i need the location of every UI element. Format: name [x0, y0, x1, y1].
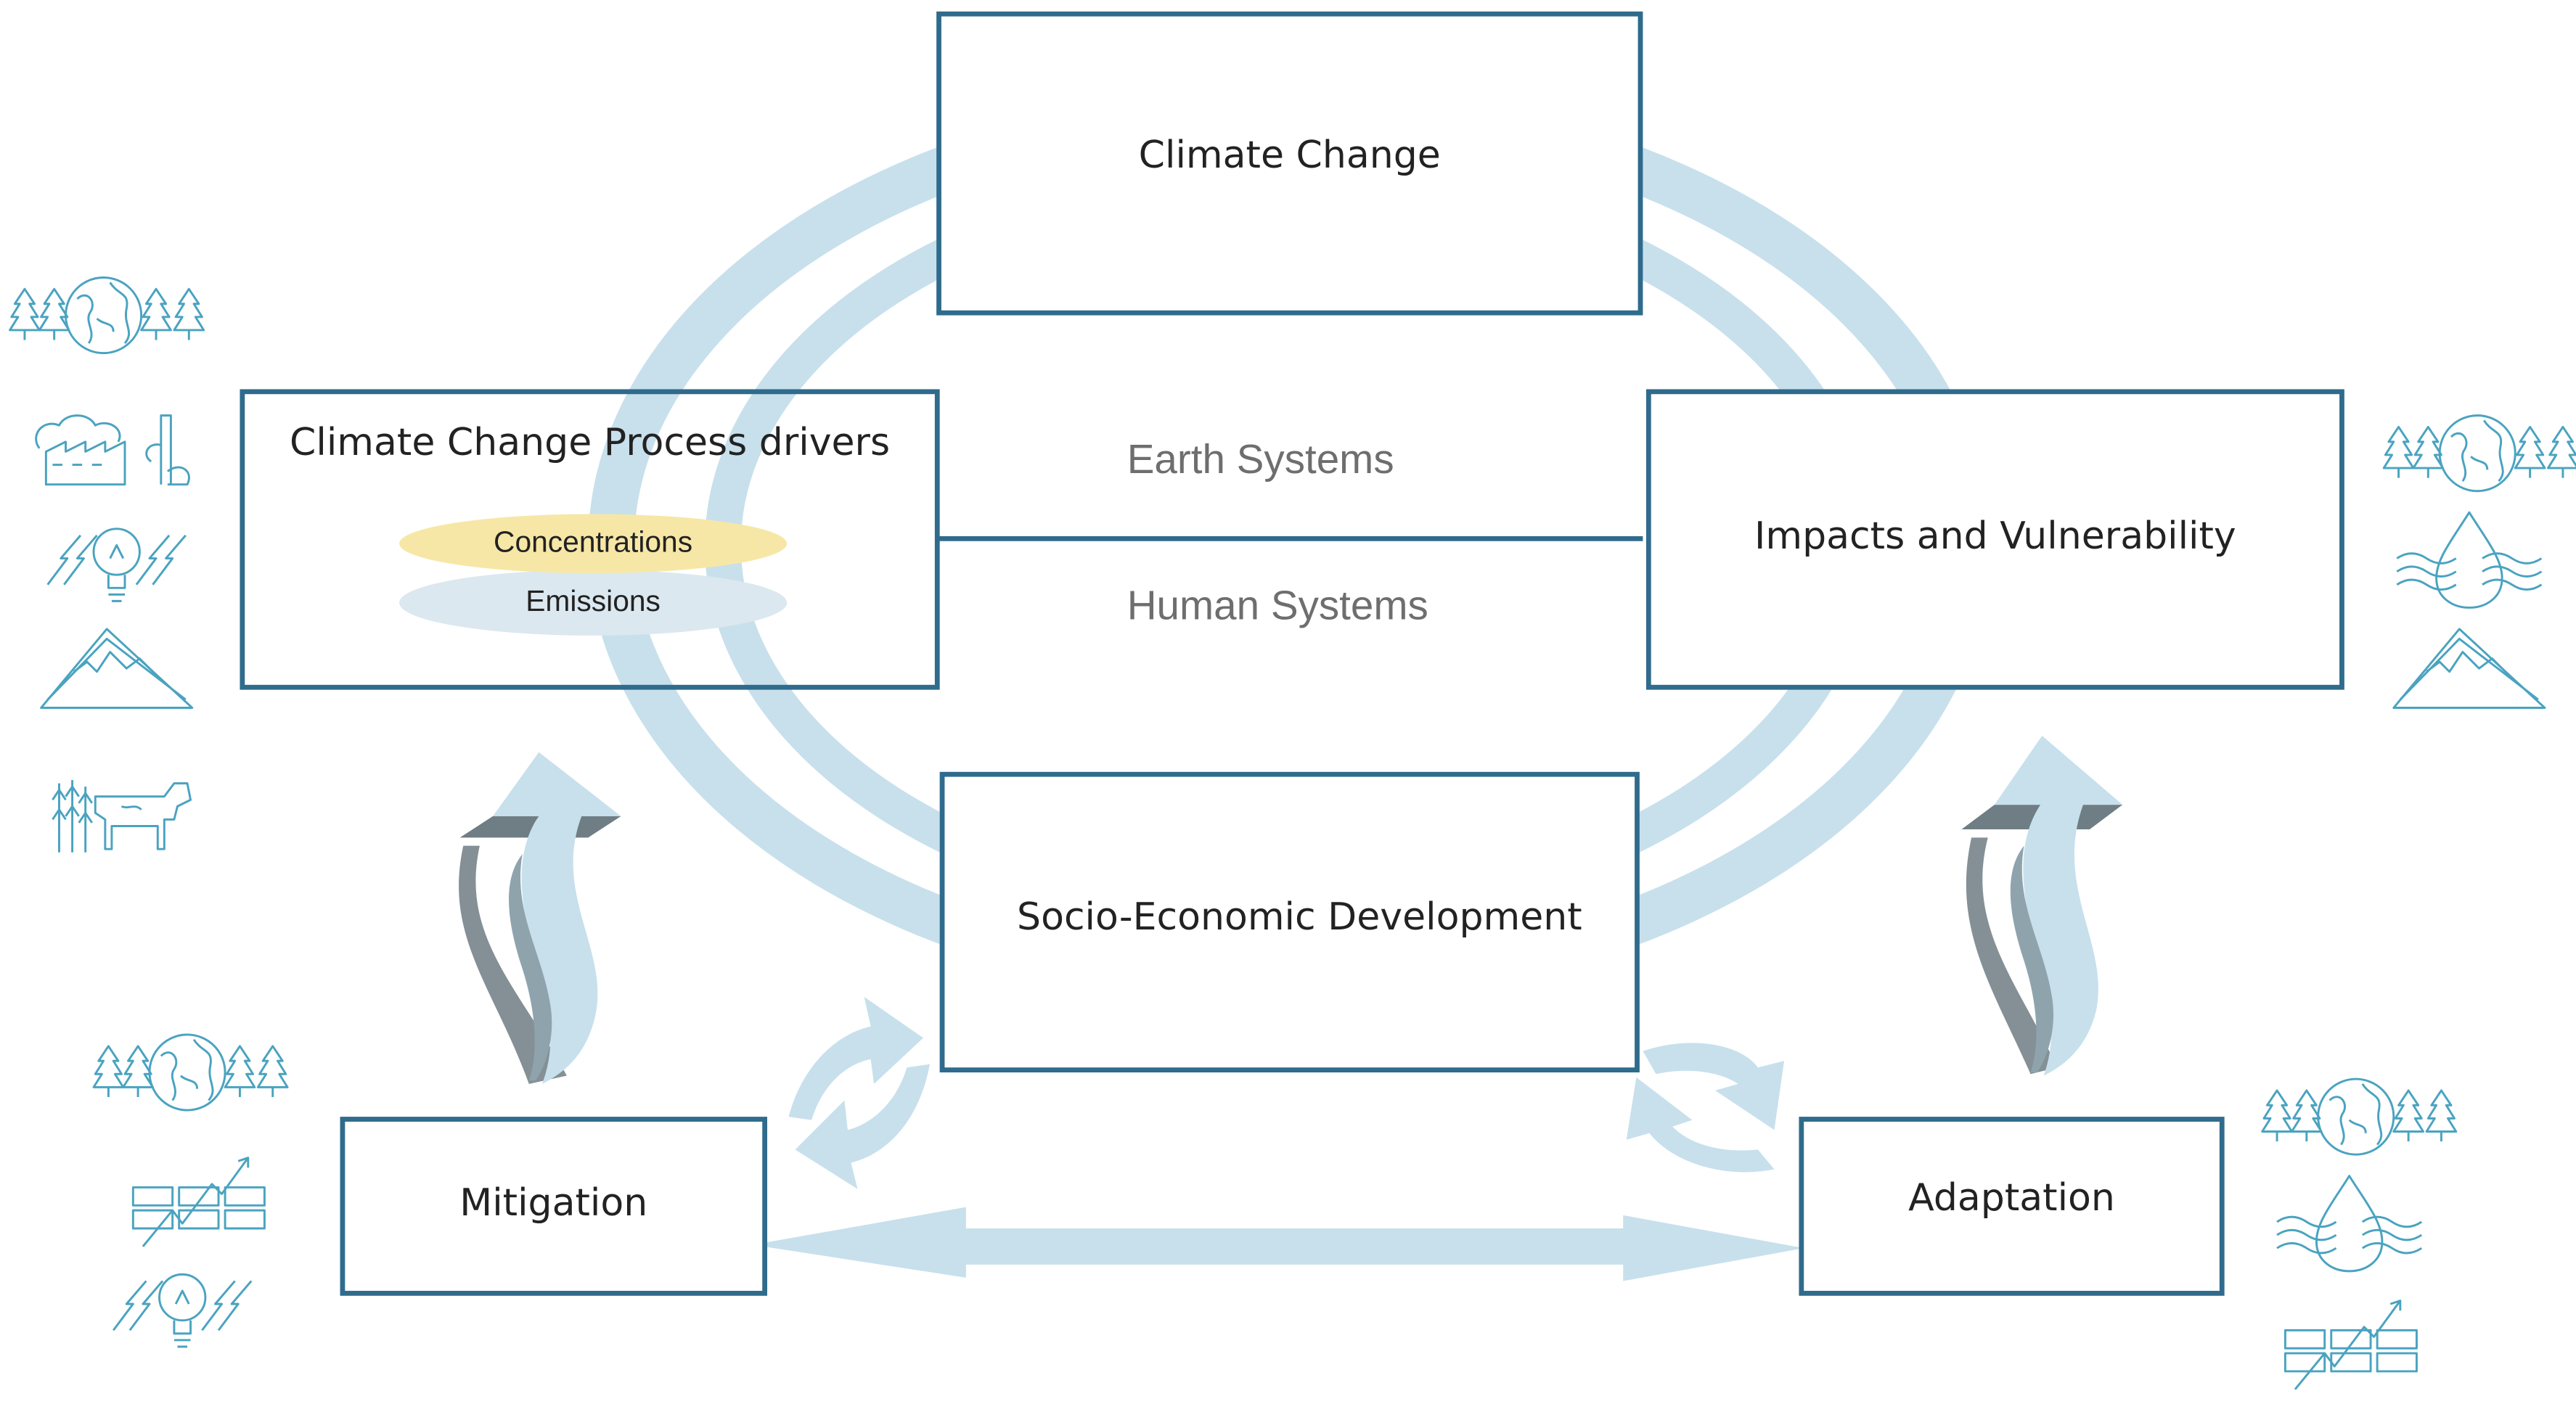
factory-smoke-icon [35, 414, 190, 486]
earth-systems-label: Earth Systems [1127, 437, 1394, 483]
mitigation-label: Mitigation [459, 1182, 648, 1226]
socio-economic-box: Socio-Economic Development [939, 771, 1640, 1073]
globe-trees-icon [2384, 416, 2576, 491]
concentrations-label: Concentrations [494, 525, 693, 559]
water-drop-icon [2395, 511, 2543, 609]
process-drivers-box: Climate Change Process drivers [240, 389, 940, 690]
adaptation-label: Adaptation [1908, 1177, 2115, 1220]
money-chart-icon [131, 1157, 266, 1248]
crops-cow-icon [51, 779, 192, 854]
concentrations-ellipse [399, 514, 788, 573]
adaptation-box: Adaptation [1799, 1117, 2225, 1296]
adaptation-upward-arrow [1961, 736, 2123, 1076]
socio-economic-label: Socio-Economic Development [1017, 895, 1582, 939]
money-chart-icon [2283, 1300, 2418, 1391]
mitigation-icons [94, 1035, 287, 1348]
globe-trees-icon [94, 1035, 287, 1110]
impacts-box: Impacts and Vulnerability [1645, 389, 2344, 690]
mountain-icon [2392, 628, 2546, 709]
impacts-label: Impacts and Vulnerability [1754, 514, 2236, 558]
impacts-icons [2384, 416, 2576, 709]
climate-change-box: Climate Change [936, 11, 1643, 316]
adaptation-icons [2262, 1079, 2456, 1391]
emissions-label: Emissions [526, 584, 661, 618]
globe-trees-icon [2262, 1079, 2456, 1154]
emissions-ellipse [399, 570, 788, 636]
right-cycle-arrows [1626, 1043, 1785, 1173]
left-cycle-arrows [788, 996, 931, 1189]
process-drivers-icons [10, 278, 204, 854]
water-drop-icon [2276, 1175, 2423, 1273]
lightning-bulb-icon [46, 527, 187, 602]
process-drivers-label: Climate Change Process drivers [290, 422, 891, 465]
climate-change-label: Climate Change [1138, 134, 1441, 177]
globe-trees-icon [10, 278, 204, 353]
human-systems-label: Human Systems [1127, 583, 1428, 629]
lightning-bulb-icon [112, 1273, 253, 1348]
mountain-icon [40, 628, 194, 709]
mitigation-box: Mitigation [340, 1117, 768, 1296]
mitigation-adaptation-arrow [752, 1207, 1804, 1281]
mitigation-upward-arrow [459, 752, 621, 1084]
